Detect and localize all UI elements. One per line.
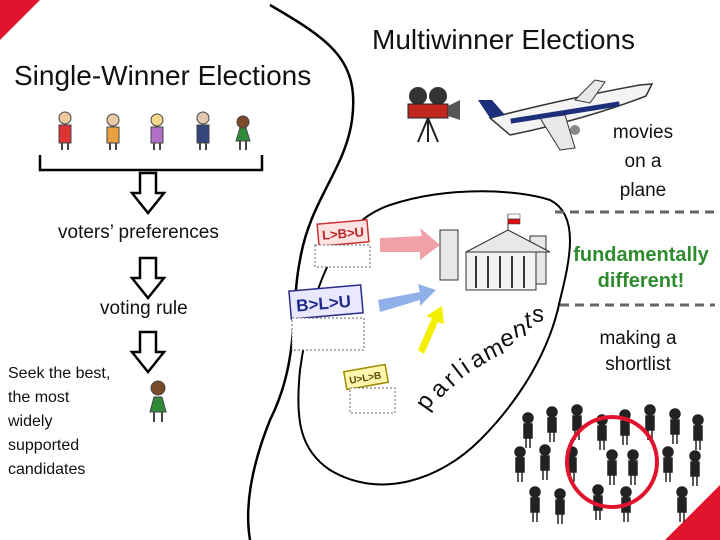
single-winner-title: Single-Winner Elections bbox=[14, 60, 312, 91]
winner-figure bbox=[149, 380, 167, 422]
shortlist-line: shortlist bbox=[605, 354, 671, 375]
fundamental-line: different! bbox=[597, 270, 685, 292]
single-winner-result: Seek the best, the most widely supported… bbox=[8, 362, 110, 482]
parliaments-curved-text: p a r l i a m e n t s bbox=[410, 301, 544, 415]
banner-group-3: U>L>B bbox=[342, 363, 396, 414]
parliament-region bbox=[297, 190, 571, 486]
result-line: the most bbox=[8, 389, 70, 406]
person-figure bbox=[606, 449, 618, 485]
person-figure bbox=[676, 486, 688, 522]
person-figure bbox=[669, 408, 681, 444]
movies-on-plane-label: movies on a plane bbox=[598, 118, 688, 205]
parliaments-letter: n bbox=[510, 315, 529, 344]
making-shortlist-label: making a shortlist bbox=[588, 326, 688, 378]
multiwinner-title: Multiwinner Elections bbox=[372, 24, 635, 55]
candidate-figure-4 bbox=[196, 111, 210, 150]
person-figure bbox=[627, 449, 639, 485]
down-arrow-icon bbox=[129, 256, 167, 301]
fundamental-line: fundamentally bbox=[573, 244, 709, 266]
parliaments-letter: s bbox=[532, 301, 544, 328]
banner-label-2: B>L>U bbox=[295, 292, 351, 316]
candidate-figure-5 bbox=[235, 115, 251, 150]
parliaments-letter: t bbox=[523, 307, 533, 335]
selection-circle bbox=[565, 415, 659, 509]
person-figure bbox=[689, 450, 701, 486]
airplane-icon bbox=[478, 79, 654, 151]
corner-triangle-bottom-right bbox=[665, 485, 720, 540]
fundamentally-different-label: fundamentally different! bbox=[562, 242, 720, 294]
parliament-building-icon bbox=[439, 213, 551, 291]
person-figure bbox=[554, 488, 566, 524]
person-figure bbox=[692, 414, 704, 450]
candidate-figure-1 bbox=[58, 111, 72, 150]
movies-line: plane bbox=[619, 180, 667, 201]
down-arrow-icon bbox=[129, 330, 167, 375]
movies-line: on a bbox=[624, 151, 662, 172]
person-figure bbox=[529, 486, 541, 522]
person-figure bbox=[546, 406, 558, 442]
person-figure bbox=[539, 444, 551, 480]
pink-arrow-icon bbox=[380, 228, 440, 260]
down-arrow-icon bbox=[129, 171, 167, 216]
person-figure bbox=[514, 446, 526, 482]
blue-arrow-icon bbox=[378, 284, 436, 312]
candidate-figure-3 bbox=[150, 113, 164, 150]
shortlist-line: making a bbox=[599, 328, 677, 349]
person-figure bbox=[644, 404, 656, 440]
result-line: widely bbox=[8, 413, 53, 430]
person-figure bbox=[662, 446, 674, 482]
result-line: candidates bbox=[8, 461, 86, 478]
movies-line: movies bbox=[612, 122, 674, 143]
divider-curve bbox=[246, 3, 355, 540]
person-figure bbox=[619, 409, 631, 445]
movie-camera-icon bbox=[407, 87, 460, 143]
result-line: supported bbox=[8, 437, 80, 454]
yellow-arrow-icon bbox=[418, 306, 444, 354]
candidates-bracket bbox=[38, 155, 264, 172]
person-figure bbox=[522, 412, 534, 448]
banner-group-1: L>B>U bbox=[314, 219, 371, 268]
candidate-figure-2 bbox=[106, 113, 120, 150]
voters-preferences-label: voters’ preferences bbox=[58, 222, 219, 243]
banner-label-1: L>B>U bbox=[321, 224, 364, 243]
voting-rule-label: voting rule bbox=[100, 298, 188, 319]
corner-triangle-top-left bbox=[0, 0, 40, 40]
banner-group-2: B>L>U bbox=[288, 284, 365, 351]
result-line: Seek the best, bbox=[8, 365, 111, 382]
